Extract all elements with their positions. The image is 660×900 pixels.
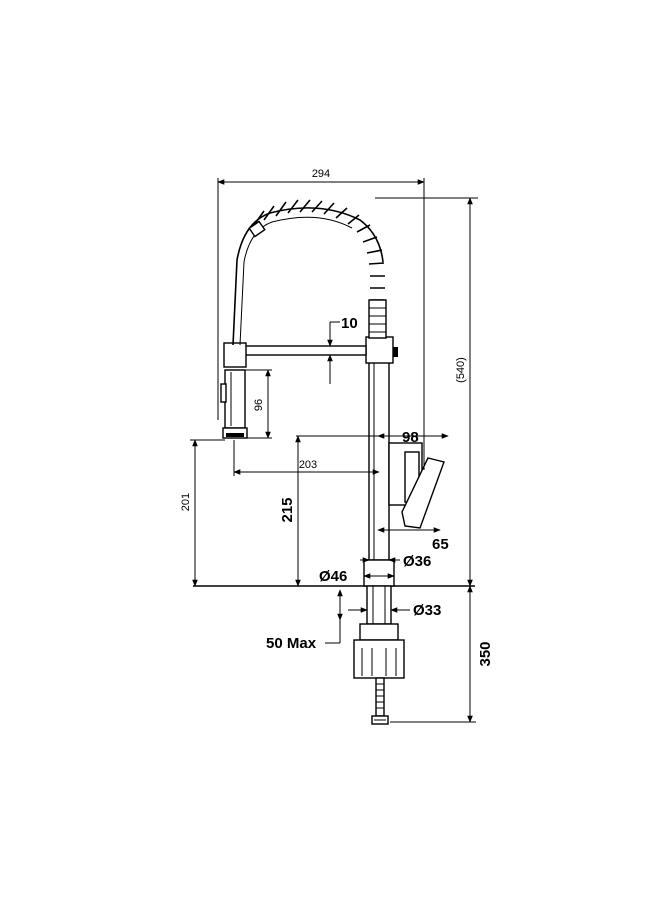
hose-guide <box>232 207 384 346</box>
sprayer-head <box>224 369 246 429</box>
dim-body-diameter: Ø36 <box>403 553 431 570</box>
dim-max-deck: 50 Max <box>266 635 317 652</box>
dim-shank-diameter: Ø33 <box>413 602 441 619</box>
dim-overall-height: (540) <box>455 357 467 383</box>
spout-connector <box>223 342 247 368</box>
spout-arm <box>243 345 367 356</box>
dim-overall-width: 294 <box>312 168 330 180</box>
lever-handle <box>401 457 445 529</box>
dimension-lines <box>190 178 478 723</box>
dim-body-height: 215 <box>279 497 296 522</box>
dimension-labels: 294 (540) 10 96 98 203 201 215 65 Ø36 Ø4… <box>180 168 494 667</box>
mounting-nut <box>359 623 399 641</box>
dim-lever-depth: 65 <box>432 536 449 553</box>
dim-sprayer-height: 201 <box>180 493 192 511</box>
hub-button <box>393 347 398 357</box>
base-collar <box>363 559 395 587</box>
dim-under-deck: 350 <box>477 641 494 666</box>
column-hub <box>365 336 394 364</box>
faucet-outline <box>193 199 475 725</box>
dim-lever-width: 98 <box>402 429 419 446</box>
dim-spout-offset: 10 <box>341 315 358 332</box>
dim-base-diameter: Ø46 <box>319 568 347 585</box>
dim-spout-reach: 203 <box>299 459 317 471</box>
shank <box>366 585 392 625</box>
dim-sprayer-length: 96 <box>253 399 265 411</box>
spring-coil <box>248 199 387 339</box>
